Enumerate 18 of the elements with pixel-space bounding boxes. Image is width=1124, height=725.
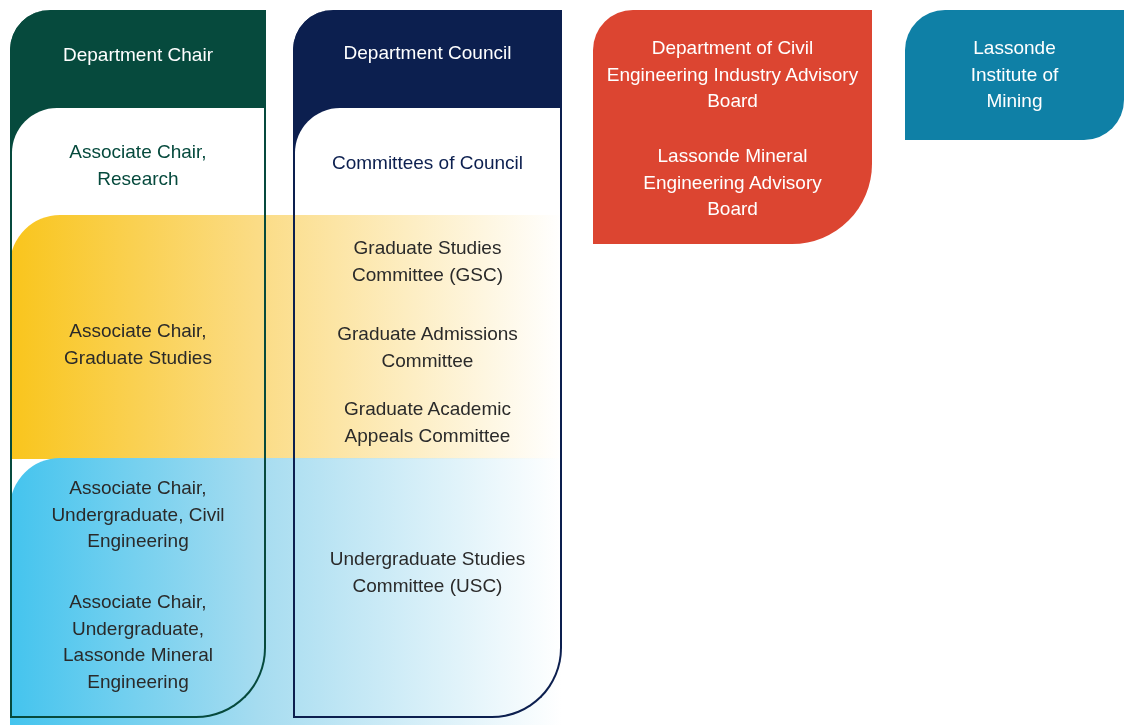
board-box xyxy=(593,10,872,244)
node-text: Department of Civil Engineering Industry Advisory Board xyxy=(605,36,860,114)
node-text: Associate Chair, Undergraduate, Civil Engineering xyxy=(50,476,226,554)
node-text: Graduate Admissions Committee xyxy=(336,322,519,373)
node-text: Associate Chair, Graduate Studies xyxy=(63,319,213,370)
node-text: Lassonde Institute of Mining xyxy=(969,36,1060,114)
node-text: Committees of Council xyxy=(330,150,525,175)
node-text: Lassonde Mineral Engineering Advisory Board xyxy=(642,144,823,222)
column-heading: Department Council xyxy=(342,40,513,65)
board-box xyxy=(905,10,1124,140)
column-box xyxy=(10,10,266,718)
node-text: Graduate Academic Appeals Committee xyxy=(343,397,512,448)
node-text: Undergraduate Studies Committee (USC) xyxy=(328,547,527,598)
column-heading: Department Chair xyxy=(62,42,214,67)
column-box xyxy=(293,10,562,718)
node-text: Associate Chair, Undergraduate, Lassonde Mineral Engineering xyxy=(62,589,214,694)
node-text: Graduate Studies Committee (GSC) xyxy=(351,236,504,287)
node-text: Associate Chair, Research xyxy=(68,140,208,191)
